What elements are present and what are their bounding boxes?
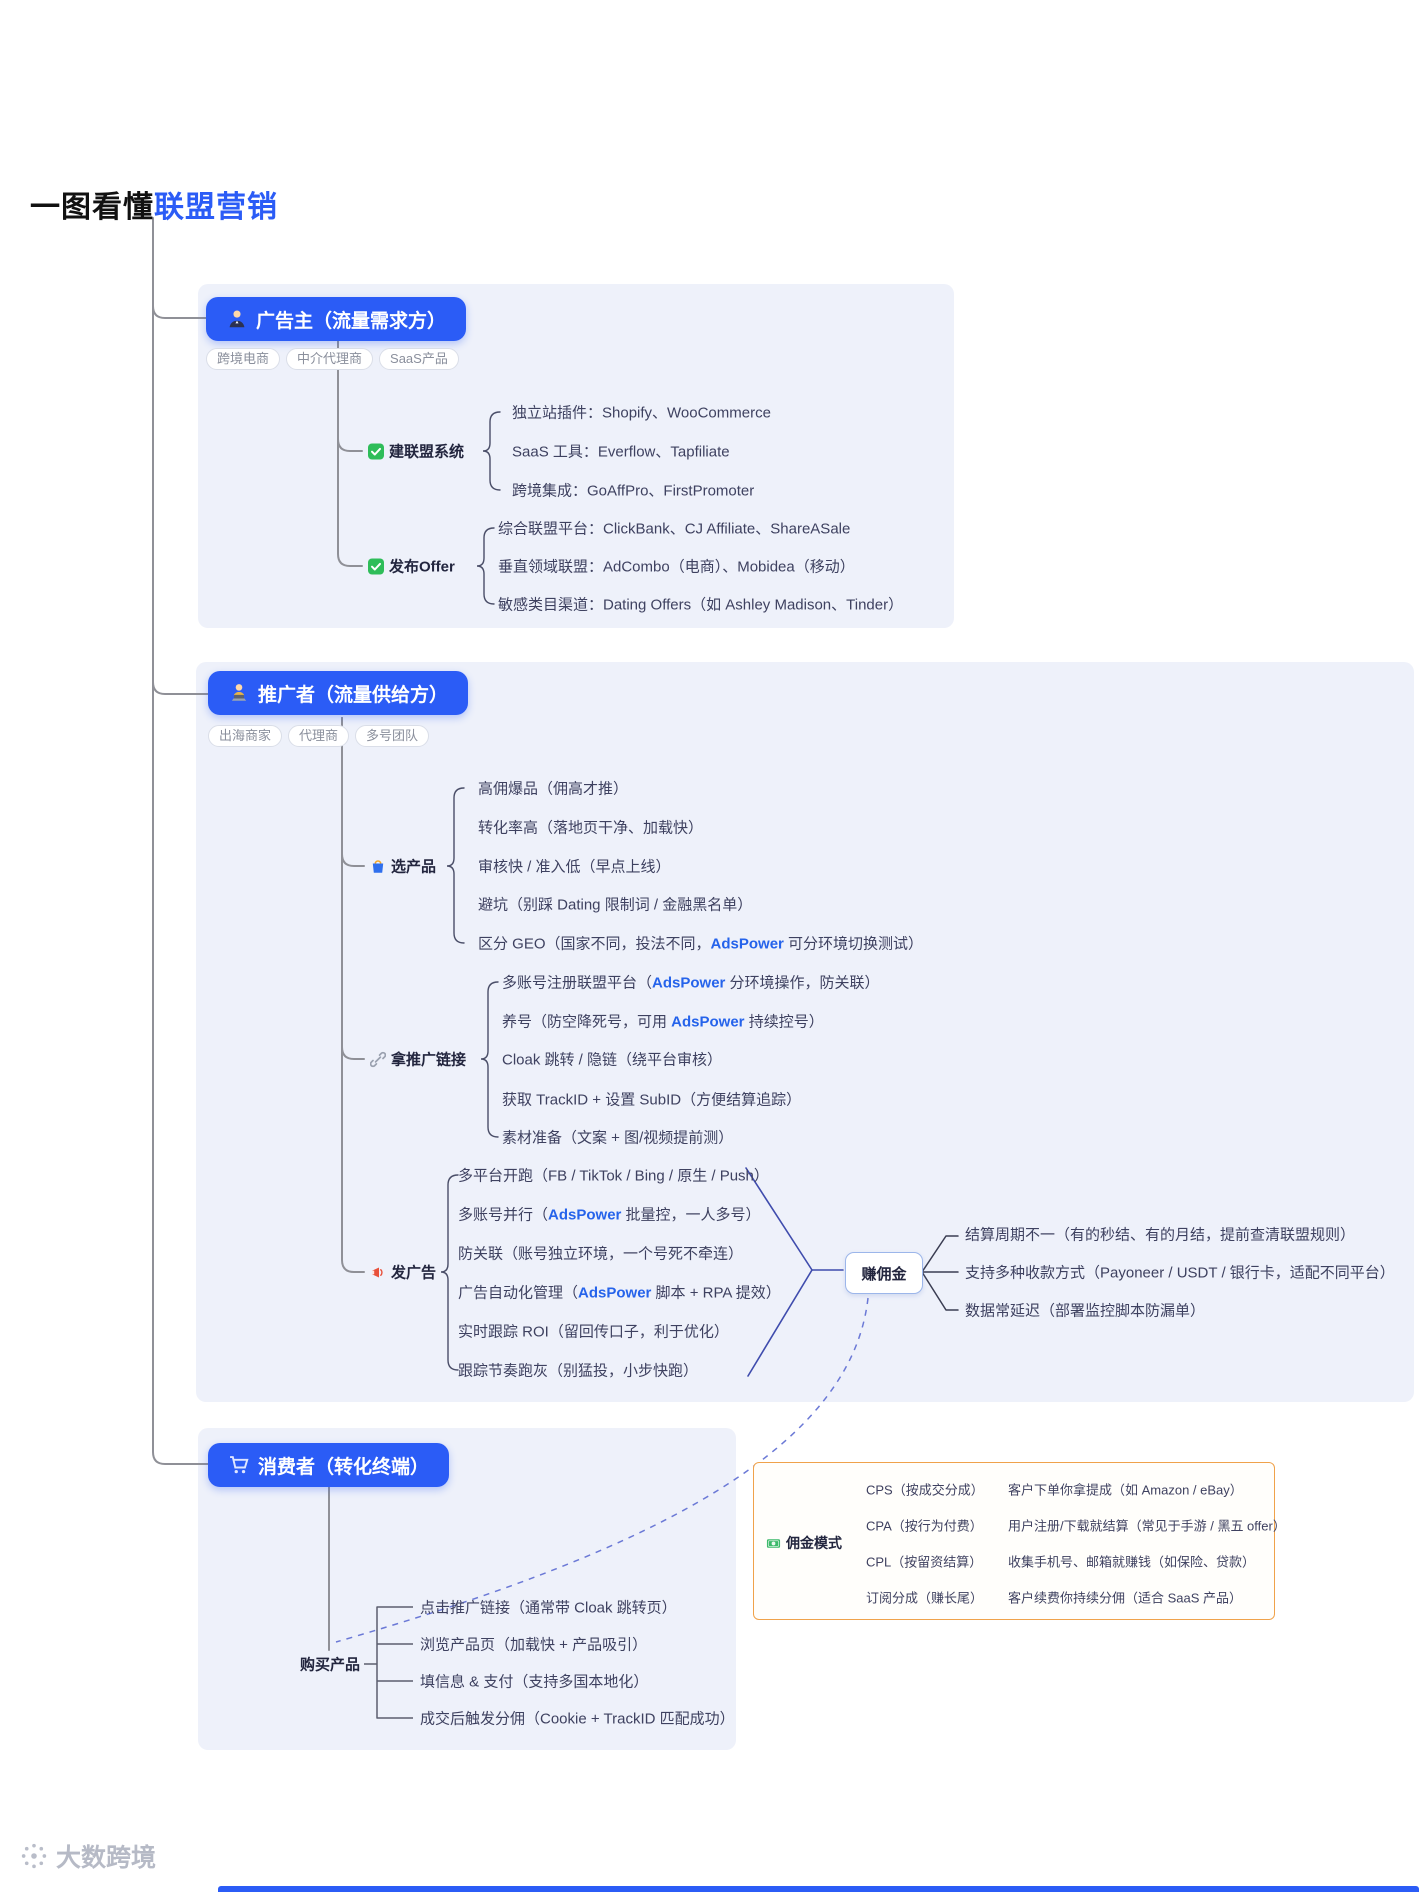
leaf: 多账号注册联盟平台（AdsPower 分环境操作，防关联） [502,974,880,992]
branch-promoter-header: 推广者（流量供给方） [208,671,469,715]
mode-desc: 用户注册/下载就结算（常见于手游 / 黑五 offer） [1008,1518,1286,1534]
advertiser-panel [198,284,954,628]
mode-desc: 客户下单你拿提成（如 Amazon / eBay） [1008,1482,1243,1498]
page-title-highlight: 联盟营销 [154,191,278,224]
leaf: 养号（防空降死号，可用 AdsPower 持续控号） [502,1013,824,1031]
brand-logo-icon [20,1842,48,1870]
page-title: 一图看懂联盟营销 [30,191,278,224]
leaf: 浏览产品页（加载快 + 产品吸引） [420,1636,648,1654]
leaf: 支持多种收款方式（Payoneer / USDT / 银行卡，适配不同平台） [965,1264,1395,1282]
leaf: 跟踪节奏跑灰（别猛投，小步快跑） [458,1362,699,1380]
leaf: 实时跟踪 ROI（留回传口子，利于优化） [458,1323,729,1341]
group-label-get-tracking-link: 拿推广链接 [370,1049,466,1070]
group-label-pick-product: 选产品 [370,856,436,877]
branch-advertiser-header: 广告主（流量需求方） [206,297,467,341]
businessman-icon [226,308,248,330]
mode-name: 订阅分成（赚长尾） [866,1590,984,1606]
check-icon [368,558,384,574]
leaf: 点击推广链接（通常带 Cloak 跳转页） [420,1599,677,1617]
check-icon [368,443,384,459]
branch-promoter-title: 推广者（流量供给方） [258,684,449,706]
tag: 跨境电商 [206,348,281,370]
group-label-buy-product: 购买产品 [300,1656,361,1674]
group-label-build-affiliate-system: 建联盟系统 [368,441,464,462]
cart-icon [228,1454,250,1476]
mode-name: CPA（按行为付费） [866,1518,983,1534]
tag: 中介代理商 [286,348,374,370]
leaf: 素材准备（文案 + 图/视频提前测） [502,1129,734,1147]
leaf: 结算周期不一（有的秒结、有的月结，提前查清联盟规则） [965,1226,1356,1244]
promoter-tags: 出海商家 代理商 多号团队 [208,725,430,747]
leaf: 避坑（别踩 Dating 限制词 / 金融黑名单） [478,896,753,914]
brand-watermark: 大数跨境 [20,1838,156,1874]
leaf: 敏感类目渠道：Dating Offers（如 Ashley Madison、Ti… [498,596,904,614]
leaf: 审核快 / 准入低（早点上线） [478,858,671,876]
leaf: 垂直领域联盟：AdCombo（电商）、Mobidea（移动） [498,558,855,576]
leaf: 综合联盟平台：ClickBank、CJ Affiliate、ShareASale [498,520,851,538]
cut-off-bottom-element [218,1886,1419,1892]
group-label-commission-modes: 佣金模式 [766,1533,842,1553]
leaf: 跨境集成：GoAffPro、FirstPromoter [512,482,755,500]
mode-desc: 收集手机号、邮箱就赚钱（如保险、贷款） [1008,1554,1256,1570]
mode-name: CPL（按留资结算） [866,1554,983,1570]
tag: SaaS产品 [379,348,459,370]
leaf: 多平台开跑（FB / TikTok / Bing / 原生 / Push） [458,1167,769,1185]
leaf: 获取 TrackID + 设置 SubID（方便结算追踪） [502,1091,802,1109]
promoter-panel [196,662,1414,1402]
group-label-run-ads: 发广告 [370,1262,436,1283]
leaf: 填信息 & 支付（支持多国本地化） [420,1673,649,1691]
commission-modes-box [753,1462,1275,1620]
leaf: 区分 GEO（国家不同，投法不同，AdsPower 可分环境切换测试） [478,935,924,953]
megaphone-icon [370,1264,386,1280]
advertiser-tags: 跨境电商 中介代理商 SaaS产品 [206,348,459,370]
leaf: 成交后触发分佣（Cookie + TrackID 匹配成功） [420,1710,735,1728]
tag: 多号团队 [355,725,430,747]
branch-advertiser-title: 广告主（流量需求方） [256,310,447,332]
leaf: 独立站插件：Shopify、WooCommerce [512,404,771,422]
leaf: 防关联（账号独立环境，一个号死不牵连） [458,1245,744,1263]
link-icon [370,1051,386,1067]
earn-commission-node: 赚佣金 [845,1252,923,1294]
leaf: 数据常延迟（部署监控脚本防漏单） [965,1302,1206,1320]
leaf: 高佣爆品（佣高才推） [478,780,629,798]
leaf: 广告自动化管理（AdsPower 脚本 + RPA 提效） [458,1284,781,1302]
mode-desc: 客户续费你持续分佣（适合 SaaS 产品） [1008,1590,1243,1606]
tag: 出海商家 [208,725,283,747]
shopping-bag-icon [370,858,386,874]
money-icon [766,1536,781,1551]
brand-name: 大数跨境 [56,1844,157,1872]
leaf: 多账号并行（AdsPower 批量控，一人多号） [458,1206,761,1224]
mode-name: CPS（按成交分成） [866,1482,984,1498]
tag: 代理商 [288,725,350,747]
branch-consumer-title: 消费者（转化终端） [258,1456,430,1478]
group-label-publish-offer: 发布Offer [368,556,455,577]
leaf: SaaS 工具：Everflow、Tapfiliate [512,443,730,461]
branch-consumer-header: 消费者（转化终端） [208,1443,450,1487]
leaf: Cloak 跳转 / 隐链（绕平台审核） [502,1051,723,1069]
technologist-icon [228,682,250,704]
leaf: 转化率高（落地页干净、加载快） [478,819,704,837]
